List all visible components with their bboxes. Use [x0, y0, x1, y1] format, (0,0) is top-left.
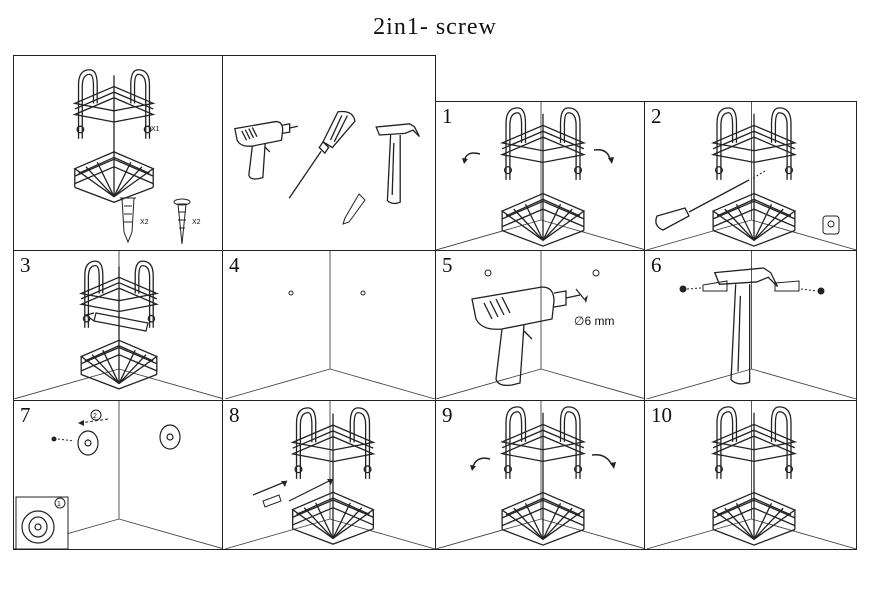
step-number-6: 6 — [651, 253, 662, 277]
page-title: 2in1- screw — [373, 14, 497, 40]
wall-anchor-icon — [120, 198, 136, 242]
step-panel-1: 1 — [435, 101, 646, 251]
screwdriver-icon — [288, 110, 356, 199]
step-number-2: 2 — [651, 104, 662, 128]
step-panel-5: ∅6 mm 5 — [435, 250, 646, 401]
step-panel-4: 4 — [222, 250, 436, 401]
drill-mark-right — [361, 291, 365, 295]
anchor-plate-right-icon — [160, 425, 180, 449]
screw-quantity: X2 — [192, 219, 201, 226]
pencil-marking-icon — [86, 313, 148, 331]
drill-icon — [234, 121, 299, 180]
screwdriver-icon — [656, 180, 749, 230]
rotate-right-arrow-icon — [594, 150, 610, 160]
step-number-1: 1 — [442, 104, 453, 128]
drill-mark-left — [289, 291, 293, 295]
step-panel-8: 8 — [222, 400, 436, 550]
step-number-8: 8 — [229, 403, 240, 427]
wall-plug-icon — [823, 216, 839, 234]
caddy-illustration — [74, 69, 154, 203]
step-panel-9: 9 — [435, 400, 646, 550]
pencil-icon — [343, 194, 365, 224]
step-number-4: 4 — [229, 253, 240, 277]
wall-anchor-detail-icon — [22, 511, 54, 543]
parts-panel: X1 X2 X2 — [13, 55, 223, 251]
anchor-left-icon — [680, 281, 727, 292]
screw-icon — [174, 199, 190, 244]
step-panel-7: 2 1 7 — [13, 400, 224, 550]
step-panel-2: 2 — [644, 101, 857, 251]
step-panel-6: 6 — [644, 250, 857, 401]
drill-icon — [471, 286, 581, 387]
anchor-right-icon — [775, 281, 824, 294]
drill-size-label: ∅6 mm — [574, 314, 614, 328]
hammer-icon — [375, 123, 421, 205]
anchor-plate-left-icon — [78, 431, 98, 455]
rotate-right-arrow-icon — [592, 455, 612, 465]
substep-label-2: 2 — [93, 413, 97, 420]
anchor-quantity: X2 — [140, 219, 149, 226]
screw-icon — [263, 495, 281, 507]
substep-label-1: 1 — [57, 501, 61, 508]
step-panel-3: 3 — [13, 250, 224, 401]
step-number-3: 3 — [20, 253, 31, 277]
tools-panel — [222, 55, 436, 251]
step-panel-10: 10 — [644, 400, 857, 550]
step-number-10: 10 — [651, 403, 672, 427]
hammer-icon — [713, 267, 779, 385]
shelf-quantity: X1 — [151, 126, 160, 133]
step-number-9: 9 — [442, 403, 453, 427]
step-number-5: 5 — [442, 253, 453, 277]
step-number-7: 7 — [20, 403, 31, 427]
